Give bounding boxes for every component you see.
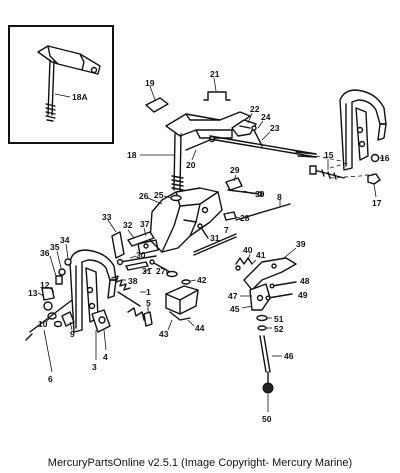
callout-31-lower: 31 — [142, 266, 152, 276]
part-11-rod — [209, 135, 347, 163]
callout-21: 21 — [210, 69, 220, 79]
callout-labels: 19 21 18 20 22 24 23 1 15 16 17 29 30 8 … — [28, 69, 390, 424]
part-25-washer — [163, 194, 182, 202]
callout-48: 48 — [300, 276, 310, 286]
callout-24: 24 — [261, 112, 271, 122]
copyright-caption: MercuryPartsOnline v2.5.1 (Image Copyrig… — [47, 457, 353, 469]
part-27-42-washers — [165, 270, 197, 285]
part-1-bolt — [117, 291, 146, 307]
callout-15: 15 — [324, 150, 334, 160]
callout-13: 13 — [28, 288, 38, 298]
callout-39: 39 — [296, 239, 306, 249]
callout-9: 9 — [70, 329, 75, 339]
callout-1: 1 — [146, 287, 151, 297]
callout-52: 52 — [274, 324, 284, 334]
callout-36: 36 — [40, 248, 50, 258]
callout-31-upper: 31 — [210, 233, 220, 243]
part-30-bolt-left — [116, 255, 157, 271]
callout-30-upper: 30 — [255, 189, 265, 199]
part-17-nut — [367, 173, 381, 198]
callout-6: 6 — [48, 374, 53, 384]
callout-19: 19 — [145, 78, 155, 88]
part-8-rod — [235, 200, 291, 221]
part-45-47-arm — [240, 283, 271, 311]
callout-50: 50 — [262, 414, 272, 424]
callout-30-left: 30 — [136, 250, 146, 260]
callout-23: 23 — [270, 123, 280, 133]
part-40-41-spring — [235, 253, 257, 271]
leader-18a — [54, 93, 71, 98]
part-6-screw-handle — [25, 299, 73, 373]
part-19-plate — [145, 85, 169, 113]
part-18-swivel-bracket — [140, 111, 251, 191]
part-51-52-nut — [256, 314, 272, 331]
part-32-33-37-links — [107, 219, 159, 259]
part-28-washer — [223, 211, 241, 221]
callout-32: 32 — [123, 220, 133, 230]
callout-44: 44 — [195, 323, 205, 333]
inset-detail: 18A — [8, 25, 114, 144]
callout-34: 34 — [60, 235, 70, 245]
part-24-23-screw — [251, 120, 271, 147]
part-12-13-knob — [37, 287, 55, 311]
part-7-rod — [193, 233, 237, 256]
part-50-knob — [262, 371, 274, 412]
part-30-bolt-upper — [227, 189, 263, 197]
callout-25: 25 — [154, 190, 164, 200]
callout-40: 40 — [243, 245, 253, 255]
callout-16: 16 — [380, 153, 390, 163]
inset-clamp-screw — [37, 45, 101, 122]
part-16-pin — [370, 153, 384, 163]
part-34-35-36-pins — [49, 243, 72, 285]
part-26-bracket-body — [147, 187, 223, 253]
callout-46: 46 — [284, 351, 294, 361]
right-stern-clamp — [329, 89, 387, 179]
left-stern-clamp — [69, 249, 117, 333]
callout-33: 33 — [102, 212, 112, 222]
callout-10: 10 — [38, 319, 48, 329]
part-20-screw — [185, 135, 216, 161]
callout-18a: 18A — [72, 92, 88, 102]
callout-42: 42 — [197, 275, 207, 285]
callout-47: 47 — [228, 291, 238, 301]
callout-12: 12 — [40, 280, 50, 290]
part-21-clip — [203, 77, 231, 101]
part-46-rod — [259, 335, 282, 373]
callout-41: 41 — [256, 250, 266, 260]
callout-18: 18 — [127, 150, 137, 160]
callout-8: 8 — [277, 192, 282, 202]
callout-5: 5 — [146, 298, 151, 308]
callout-37: 37 — [140, 219, 150, 229]
part-15-screw — [309, 159, 345, 180]
callout-20: 20 — [186, 160, 196, 170]
callout-49: 49 — [298, 290, 308, 300]
callout-4: 4 — [103, 352, 108, 362]
part-31-upper-screw — [197, 223, 209, 239]
callout-29: 29 — [230, 165, 240, 175]
inset-frame — [8, 25, 114, 144]
callout-3: 3 — [92, 362, 97, 372]
callout-51: 51 — [274, 314, 284, 324]
part-5-pin — [143, 306, 153, 327]
callout-27: 27 — [156, 266, 166, 276]
part-38-spring — [111, 275, 131, 291]
part-29-link — [225, 174, 243, 191]
part-48-49-screws — [265, 281, 297, 301]
part-9-clip — [61, 311, 75, 331]
callout-43: 43 — [159, 329, 169, 339]
callout-7: 7 — [224, 225, 229, 235]
callout-35: 35 — [50, 242, 60, 252]
part-43-44-block — [165, 285, 199, 331]
callout-17: 17 — [372, 198, 382, 208]
callout-28: 28 — [240, 213, 250, 223]
callout-38: 38 — [128, 276, 138, 286]
callout-45: 45 — [230, 304, 240, 314]
callout-26: 26 — [139, 191, 149, 201]
part-10-11-washers — [45, 312, 63, 328]
part-31-lower-screw — [143, 259, 171, 273]
callout-22: 22 — [250, 104, 260, 114]
part-3-4-clamp-pad — [91, 309, 111, 360]
